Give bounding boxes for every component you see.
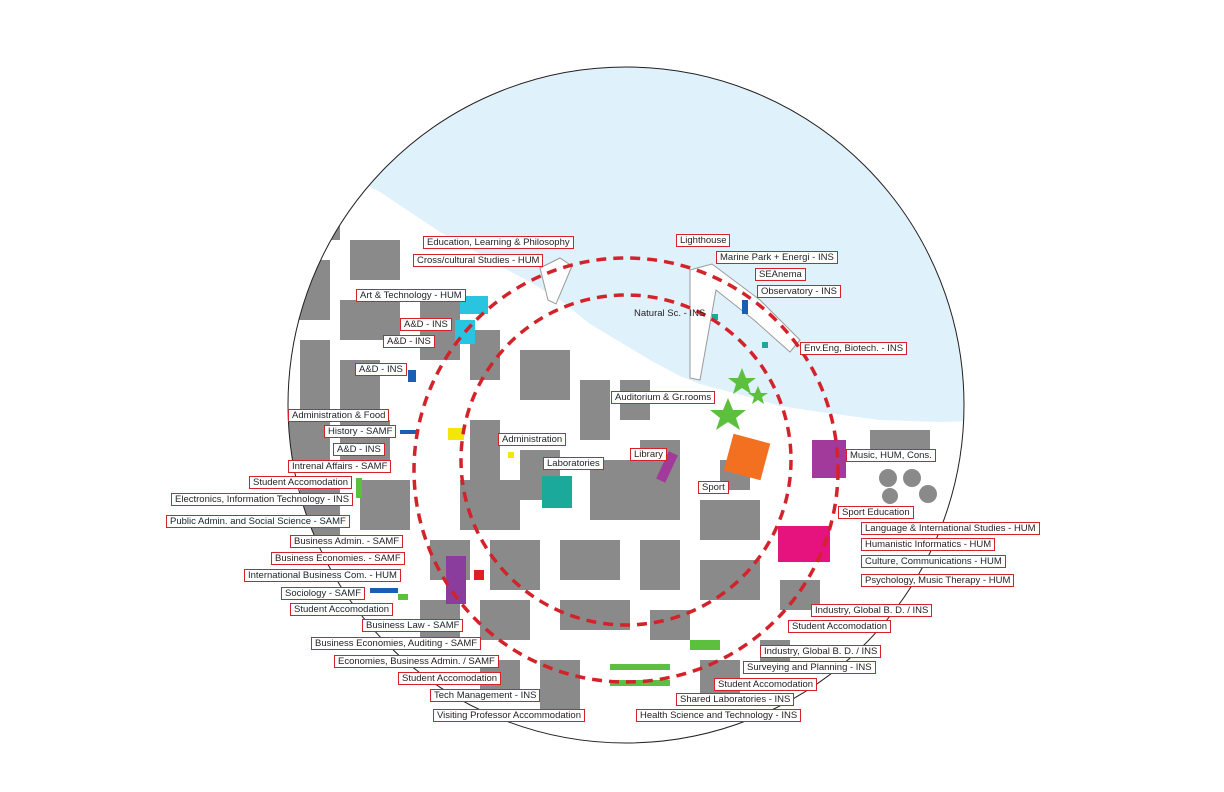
label-administration-food: Administration & Food xyxy=(288,409,390,422)
label-art-technology: Art & Technology - HUM xyxy=(356,289,466,302)
label-natural-sc: Natural Sc. - INS xyxy=(634,308,706,319)
label-industry-global-1: Industry, Global B. D. / INS xyxy=(811,604,933,617)
music-building xyxy=(812,440,846,478)
label-electronics-it: Electronics, Information Technology - IN… xyxy=(171,493,354,506)
label-internal-affairs: Intrenal Affairs - SAMF xyxy=(288,460,392,473)
student-acc-2 xyxy=(398,594,408,600)
label-history-samf: History - SAMF xyxy=(324,425,397,438)
library-building xyxy=(656,451,678,483)
label-business-admin: Business Admin. - SAMF xyxy=(290,535,404,548)
label-international-business: International Business Com. - HUM xyxy=(244,569,401,582)
health-science-building xyxy=(610,680,670,686)
shared-lab-building xyxy=(610,664,670,670)
label-industry-global-2: Industry, Global B. D. / INS xyxy=(760,645,882,658)
label-language-international: Language & International Studies - HUM xyxy=(861,522,1040,535)
label-ad-ins-1: A&D - INS xyxy=(400,318,452,331)
label-health-science: Health Science and Technology - INS xyxy=(636,709,802,722)
map-circle-outline xyxy=(287,66,965,744)
label-seanema: SEAnema xyxy=(755,268,806,281)
sociology-building xyxy=(370,588,398,593)
international-business-building xyxy=(474,570,484,580)
label-ad-ins-4: A&D - INS xyxy=(333,443,385,456)
label-sport-education: Sport Education xyxy=(838,506,914,519)
label-student-accomodation-4: Student Accomodation xyxy=(788,620,892,633)
natural-sc-marker xyxy=(712,314,718,320)
label-culture-communications: Culture, Communications - HUM xyxy=(861,555,1006,568)
label-public-admin: Public Admin. and Social Science - SAMF xyxy=(166,515,350,528)
label-auditorium: Auditorium & Gr.rooms xyxy=(611,391,716,404)
pier-west xyxy=(539,257,573,305)
history-building xyxy=(400,430,416,434)
label-student-accomodation-2: Student Accomodation xyxy=(290,603,394,616)
label-education-learning-philosophy: Education, Learning & Philosophy xyxy=(423,236,574,249)
label-business-economies: Business Economies. - SAMF xyxy=(271,552,405,565)
label-sport: Sport xyxy=(698,481,729,494)
sport-building xyxy=(723,433,771,481)
radius-ring-inner xyxy=(459,293,793,627)
label-marine-park: Marine Park + Energi - INS xyxy=(716,251,838,264)
label-library: Library xyxy=(630,448,668,461)
observatory-marker xyxy=(742,300,748,314)
admin-food-building xyxy=(448,428,464,440)
sport-education-building xyxy=(778,526,830,562)
label-visiting-professor: Visiting Professor Accommodation xyxy=(433,709,585,722)
label-shared-laboratories: Shared Laboratories - INS xyxy=(676,693,795,706)
label-administration: Administration xyxy=(498,433,567,446)
env-eng-marker xyxy=(762,342,768,348)
pier-east xyxy=(689,263,801,381)
art-technology-building xyxy=(460,296,488,314)
label-env-eng: Env.Eng, Biotech. - INS xyxy=(800,342,908,355)
label-surveying-planning: Surveying and Planning - INS xyxy=(743,661,876,674)
label-lighthouse: Lighthouse xyxy=(676,234,731,247)
label-student-accomodation-1: Student Accomodation xyxy=(249,476,353,489)
storage-tanks xyxy=(879,469,937,504)
admin-building xyxy=(508,452,514,458)
industry-building xyxy=(690,640,720,650)
student-acc-1 xyxy=(356,478,362,498)
radius-ring-outer xyxy=(412,256,840,684)
label-student-accomodation-5: Student Accomodation xyxy=(714,678,818,691)
label-tech-management: Tech Management - INS xyxy=(430,689,541,702)
laboratories-building xyxy=(542,476,572,508)
label-student-accomodation-3: Student Accomodation xyxy=(398,672,502,685)
label-music-hum: Music, HUM, Cons. xyxy=(846,449,936,462)
label-sociology: Sociology - SAMF xyxy=(281,587,366,600)
green-stars xyxy=(710,368,768,430)
label-psychology-music: Psychology, Music Therapy - HUM xyxy=(861,574,1015,587)
label-ad-ins-3: A&D - INS xyxy=(355,363,407,376)
ad-building-3 xyxy=(408,370,416,382)
label-economies-business-admin: Economies, Business Admin. / SAMF xyxy=(334,655,499,668)
label-humanistic-informatics: Humanistic Informatics - HUM xyxy=(861,538,996,551)
label-business-law: Business Law - SAMF xyxy=(362,619,464,632)
water-fjord xyxy=(288,67,964,422)
label-cross-cultural-studies: Cross/cultural Studies - HUM xyxy=(413,254,544,267)
label-business-economies-auditing: Business Economies, Auditing - SAMF xyxy=(311,637,482,650)
label-laboratories: Laboratories xyxy=(543,457,604,470)
label-ad-ins-2: A&D - INS xyxy=(383,335,435,348)
label-observatory: Observatory - INS xyxy=(757,285,842,298)
